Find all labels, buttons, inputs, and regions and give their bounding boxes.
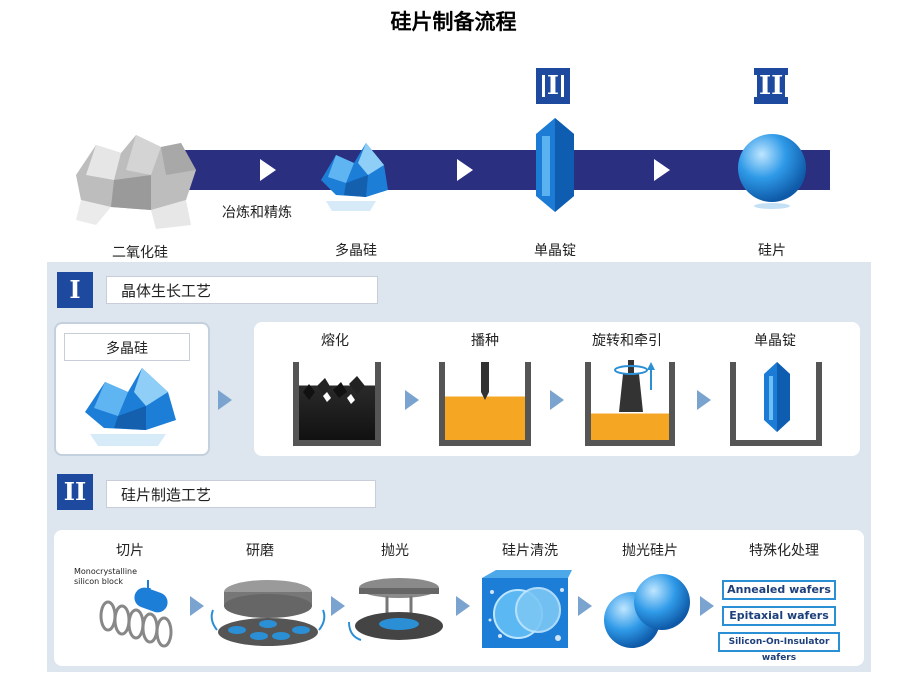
flow-arrow-icon (697, 390, 711, 410)
polishing-icon (348, 578, 443, 641)
melt-crucible-icon (293, 362, 381, 446)
ingot-icon (764, 362, 790, 432)
growth-step-label: 熔化 (321, 333, 349, 349)
wafer-type-soi: Silicon-On-Insulator wafers (718, 632, 840, 663)
page-title: 硅片制备流程 (390, 9, 517, 34)
band-arrow-1 (260, 159, 276, 181)
growth-step-label: 旋转和牵引 (592, 333, 662, 349)
flow-arrow-icon (218, 390, 232, 410)
refining-step-label: 冶炼和精炼 (222, 205, 292, 221)
flow-arrow-icon (456, 596, 470, 616)
flow-arrow-icon (700, 596, 714, 616)
polysilicon-icon (321, 143, 388, 211)
wafer-step-label: 抛光硅片 (622, 543, 678, 559)
rotate-pull-icon (614, 360, 655, 412)
polished-wafer-icon (604, 574, 690, 648)
ingot-icon (536, 118, 574, 212)
wafer-type-epitaxial: Epitaxial wafers (722, 606, 836, 626)
polysilicon-card-label-box (64, 333, 190, 361)
seed-rod-icon (481, 362, 489, 400)
process-band (150, 150, 830, 190)
wafer-sphere-icon (738, 134, 806, 209)
section-1-badge: I (57, 272, 93, 308)
top-item-label: 硅片 (758, 243, 786, 259)
block-label: Monocrystalline (74, 567, 138, 576)
flow-arrow-icon (405, 390, 419, 410)
growth-step-label: 播种 (471, 333, 499, 349)
band-arrow-2 (457, 159, 473, 181)
stage-badge-1: I (536, 68, 570, 104)
block-label: silicon block (74, 577, 123, 586)
silica-rock-icon (76, 135, 196, 229)
wafer-step-label: 研磨 (246, 543, 274, 559)
wafer-step-label: 切片 (116, 543, 144, 559)
slicing-icon (99, 580, 173, 648)
wafer-step-label: 特殊化处理 (749, 543, 819, 559)
band-arrow-3 (654, 159, 670, 181)
stage-badge-2: II (754, 68, 789, 104)
flow-arrow-icon (190, 596, 204, 616)
flow-arrow-icon (331, 596, 345, 616)
section-1-title: 晶体生长工艺 (106, 276, 378, 304)
section-2-badge: II (57, 474, 93, 510)
flow-arrow-icon (550, 390, 564, 410)
lapping-icon (210, 580, 326, 646)
polysilicon-card-label: 多晶硅 (106, 341, 148, 357)
wafer-type-annealed: Annealed wafers (722, 580, 836, 600)
seeding-crucible-icon (439, 362, 531, 446)
wafer-step-label: 抛光 (381, 543, 409, 559)
growth-step-label: 单晶锭 (754, 333, 796, 349)
top-item-label: 多晶硅 (335, 243, 377, 259)
section-2-title: 硅片制造工艺 (106, 480, 376, 508)
top-item-label: 单晶锭 (534, 243, 576, 259)
cleaning-icon (482, 570, 572, 648)
melting-chunks-icon (303, 376, 365, 404)
wafer-step-label: 硅片清洗 (502, 543, 558, 559)
flow-arrow-icon (578, 596, 592, 616)
polysilicon-icon (85, 368, 176, 446)
top-item-label: 二氧化硅 (112, 245, 168, 261)
